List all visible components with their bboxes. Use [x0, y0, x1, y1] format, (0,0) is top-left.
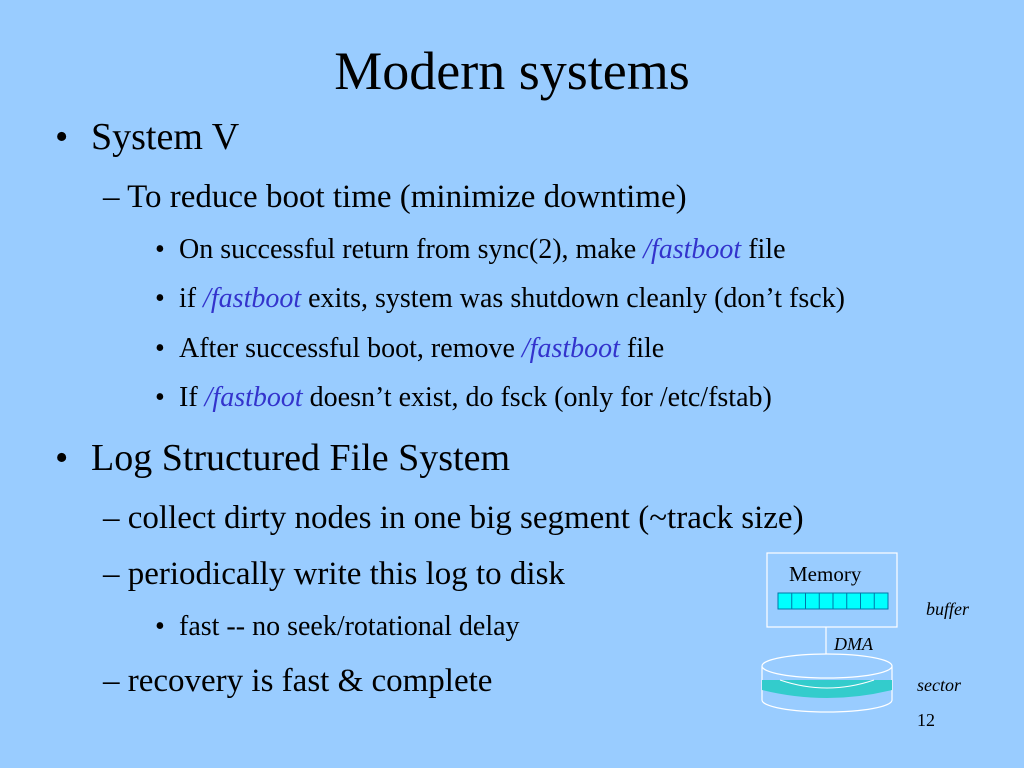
sector-label: sector: [917, 675, 961, 695]
sub-bullet-text: collect dirty nodes in one big segment (…: [127, 500, 804, 536]
item-text-end: doesn’t exist, do fsck (only for /etc/fs…: [302, 382, 772, 413]
sub-bullet-text: recovery is fast & complete: [127, 663, 493, 699]
sub-bullet-periodically-write: – periodically write this log to disk: [103, 554, 565, 594]
item-text-end: exits, system was shutdown cleanly (don’…: [301, 283, 845, 314]
disk-icon: [761, 653, 893, 713]
memory-box: [766, 552, 898, 628]
item-text-end: file: [619, 333, 665, 364]
sub-bullet-text: periodically write this log to disk: [127, 556, 565, 592]
bullet-text: System V: [91, 116, 240, 158]
item-text: On successful return from sync(2), make: [179, 234, 644, 265]
slide-title: Modern systems: [334, 41, 690, 101]
bullet-marker: •: [55, 116, 69, 158]
item-text: After successful boot, remove: [179, 333, 522, 364]
dash-marker: –: [103, 663, 120, 699]
bullet-text: Log Structured File System: [91, 437, 511, 479]
bullet-marker: •: [155, 333, 165, 364]
item-text: If: [179, 382, 205, 413]
bullet-marker: •: [155, 283, 165, 314]
item-text: if: [179, 283, 204, 314]
fastboot-path: /fastboot: [521, 333, 620, 364]
bullet-marker: •: [155, 382, 165, 413]
sub-bullet-text: To reduce boot time (minimize downtime): [127, 179, 687, 215]
bullet-marker: •: [155, 611, 165, 642]
dma-label: DMA: [834, 634, 873, 654]
buffer-cells: [777, 592, 889, 610]
dash-marker: –: [103, 500, 120, 536]
sector-arc: [779, 679, 875, 689]
item-text: fast -- no seek/rotational delay: [179, 611, 520, 642]
page-number: 12: [917, 710, 935, 730]
sub-bullet-recovery: – recovery is fast & complete: [103, 661, 492, 701]
fastboot-path: /fastboot: [204, 382, 303, 413]
memory-label: Memory: [789, 562, 862, 586]
dash-marker: –: [103, 556, 120, 592]
fastboot-path: /fastboot: [203, 283, 302, 314]
sub-bullet-reduce-boot-time: – To reduce boot time (minimize downtime…: [103, 177, 687, 217]
bullet-marker: •: [55, 437, 69, 479]
dash-marker: –: [103, 179, 120, 215]
buffer-label: buffer: [926, 599, 969, 619]
bullet-marker: •: [155, 234, 165, 265]
memory-dma-disk-diagram: [761, 552, 898, 713]
disk-top: [761, 653, 893, 679]
fastboot-path: /fastboot: [643, 234, 742, 265]
item-text-end: file: [741, 234, 786, 265]
sub-bullet-collect-dirty-nodes: – collect dirty nodes in one big segment…: [103, 498, 804, 538]
